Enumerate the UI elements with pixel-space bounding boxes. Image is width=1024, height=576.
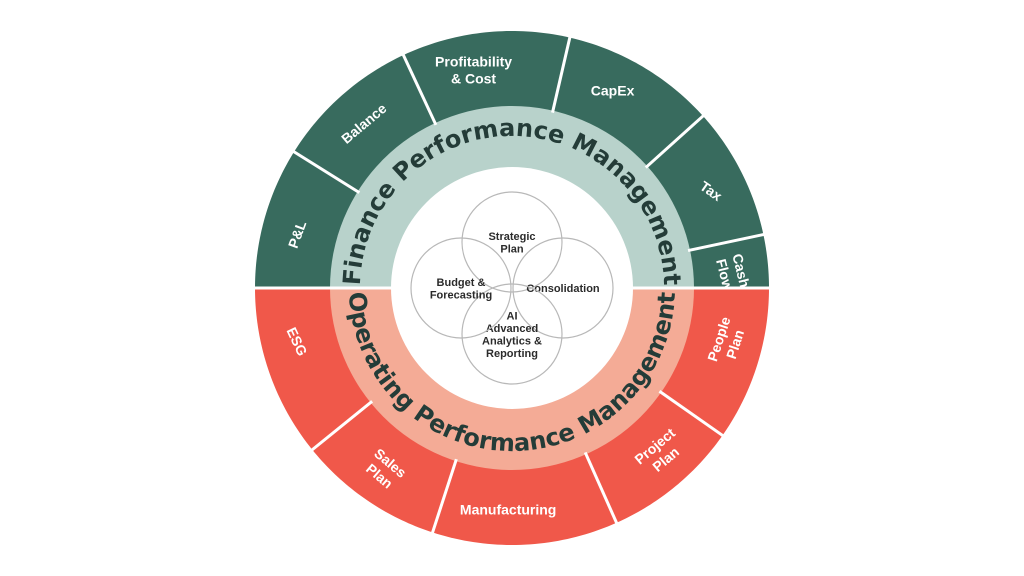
finance-segment-label-group: CapEx: [591, 83, 635, 99]
center-circle: [410, 237, 512, 339]
center-circle-label-line: Advanced: [486, 323, 539, 335]
center-circle-label-line: Plan: [500, 243, 524, 255]
segment-divider: [551, 35, 572, 113]
center-circle-label-line: AI: [507, 310, 518, 322]
center-circle-label-line: Strategic: [488, 231, 535, 243]
center-circle-label-line: Analytics &: [482, 335, 542, 347]
finance-segment-label-line: Profitability: [435, 53, 512, 69]
finance-segment-label-group: Profitability& Cost: [435, 53, 512, 86]
segment-divider: [658, 390, 726, 438]
hemisphere-divider: [253, 286, 771, 290]
segment-divider: [291, 149, 361, 194]
finance-segment-label-line: Flow: [713, 257, 736, 292]
segment-divider: [644, 113, 706, 169]
finance-segment-label-line: & Cost: [451, 70, 496, 86]
operating-segment-label-group: Manufacturing: [460, 501, 556, 517]
operating-segment-label-line: Manufacturing: [460, 501, 556, 517]
center-circle-label-line: Forecasting: [430, 289, 492, 301]
segment-divider: [687, 232, 766, 253]
finance-segment-label: Profitability& Cost: [435, 53, 512, 86]
center-circle-label-line: Consolidation: [526, 283, 600, 295]
center-circle-label-line: Budget &: [437, 277, 486, 289]
center-circle: [461, 283, 563, 385]
finance-segment-label: CashFlow: [713, 252, 753, 293]
finance-segment-label-group: CashFlow: [713, 252, 753, 293]
segment-divider: [583, 451, 619, 526]
center-circle: [461, 191, 563, 293]
segment-divider: [309, 400, 374, 453]
center-circle: [512, 237, 614, 339]
finance-segment-label-line: CapEx: [591, 83, 635, 99]
finance-segment-label: CapEx: [591, 83, 635, 99]
operating-segment-label: Manufacturing: [460, 501, 556, 517]
segment-divider: [401, 52, 438, 126]
center-circle-label: Budget &Forecasting: [430, 277, 492, 302]
center-circle-label: Consolidation: [526, 283, 600, 295]
segment-divider: [430, 458, 458, 535]
center-circle-label-line: Reporting: [486, 348, 538, 360]
